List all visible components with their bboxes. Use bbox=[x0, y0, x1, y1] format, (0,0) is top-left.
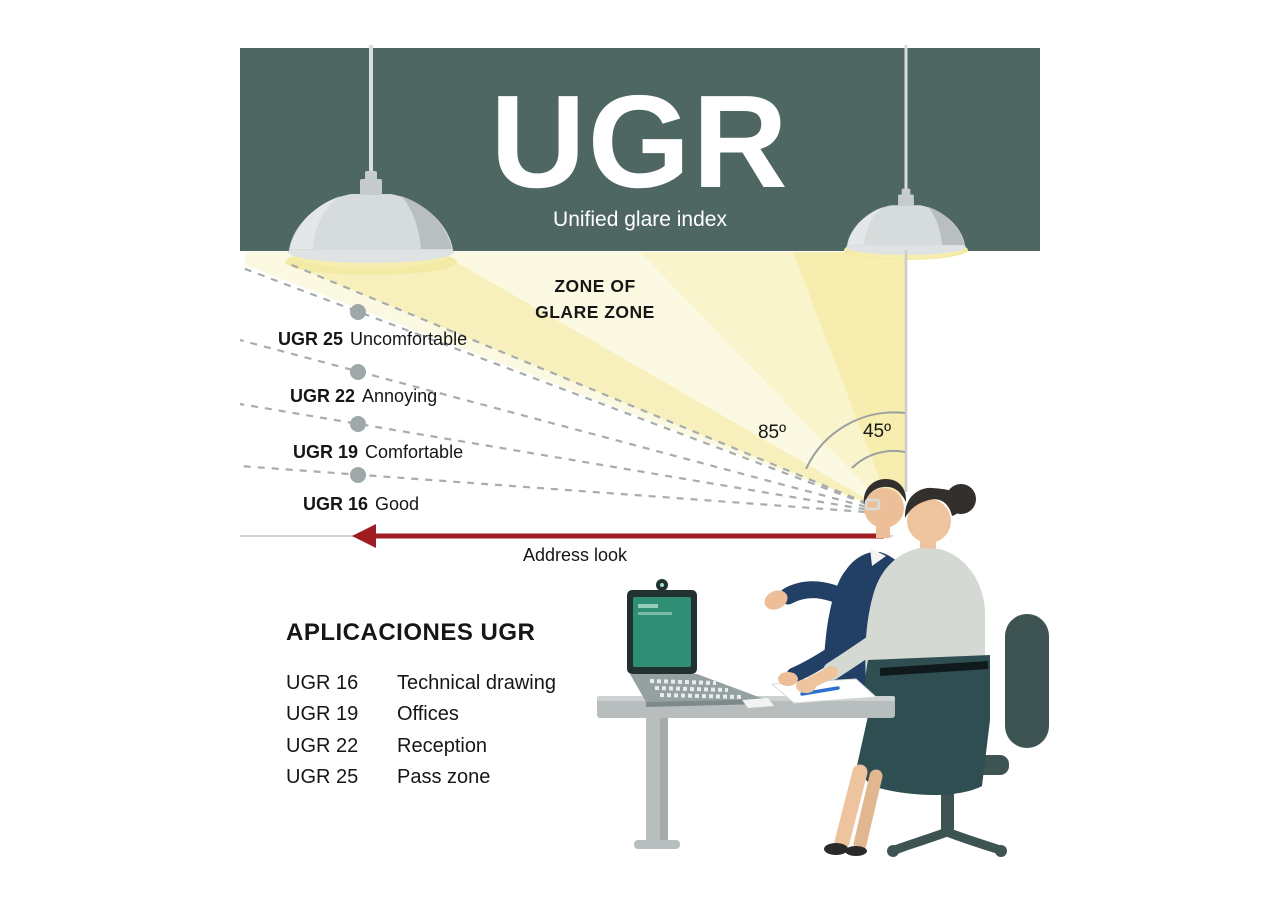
man-glasses bbox=[864, 498, 881, 511]
zone-label-line2: GLARE ZONE bbox=[535, 302, 655, 322]
dashed-sightline-ugr19 bbox=[239, 402, 894, 516]
woman-hair bbox=[904, 487, 963, 518]
application-code-2: UGR 19 bbox=[286, 703, 358, 725]
laptop bbox=[627, 579, 774, 708]
ugr-dot-16 bbox=[350, 467, 366, 483]
main-title: UGR bbox=[490, 68, 789, 215]
man-raised-arm bbox=[779, 581, 861, 611]
woman-skirt bbox=[856, 655, 990, 795]
application-label-3: Reception bbox=[397, 735, 487, 757]
chair-base bbox=[890, 827, 1005, 855]
dashed-cone-edge bbox=[286, 261, 894, 516]
woman-forearm bbox=[806, 666, 838, 688]
screen-content-bar1 bbox=[638, 604, 658, 608]
pen bbox=[800, 686, 840, 696]
dashed-sightline-ugr16 bbox=[239, 464, 894, 516]
man-head bbox=[864, 488, 904, 528]
woman-shoe-front bbox=[824, 843, 848, 855]
ugr-dot-19 bbox=[350, 416, 366, 432]
desk-leg-shade bbox=[660, 718, 668, 844]
application-label-2: Offices bbox=[397, 703, 459, 725]
application-label-4: Pass zone bbox=[397, 766, 490, 788]
subtitle: Unified glare index bbox=[553, 208, 727, 231]
application-label-1: Technical drawing bbox=[397, 672, 556, 694]
angle-arc-85 bbox=[805, 411, 906, 470]
person-woman bbox=[824, 484, 990, 856]
address-look-arrowhead bbox=[352, 524, 376, 548]
zone-label-line1: ZONE OF bbox=[554, 276, 635, 296]
applications-list: APLICACIONES UGR UGR 16 Technical drawin… bbox=[286, 619, 556, 788]
application-code-1: UGR 16 bbox=[286, 672, 358, 694]
application-code-4: UGR 25 bbox=[286, 766, 358, 788]
angle-label-45: 45º bbox=[863, 421, 891, 442]
man-raised-hand bbox=[764, 590, 788, 610]
laptop-front-edge bbox=[646, 699, 764, 707]
chair-wheel-right bbox=[995, 845, 1007, 857]
woman-shoe-back bbox=[845, 846, 867, 856]
dashed-sightline-ugr25 bbox=[239, 265, 894, 516]
dashed-sightlines bbox=[239, 261, 894, 516]
ugr-dots bbox=[350, 304, 366, 483]
woman-leg-front bbox=[834, 764, 868, 850]
chair-backrest bbox=[1005, 614, 1049, 748]
man-desk-hand bbox=[778, 672, 798, 686]
glare-wedge-mid bbox=[640, 252, 893, 514]
webcam-lens bbox=[660, 583, 664, 587]
screen-content-bar2 bbox=[638, 612, 672, 615]
man-hair bbox=[863, 479, 907, 505]
ugr-dot-25 bbox=[350, 304, 366, 320]
application-code-3: UGR 22 bbox=[286, 735, 358, 757]
woman-head bbox=[907, 499, 951, 543]
dashed-sightline-ugr22 bbox=[239, 338, 894, 516]
applications-title: APLICACIONES UGR bbox=[286, 619, 535, 646]
woman-leg-back bbox=[853, 769, 883, 851]
angle-label-85: 85º bbox=[758, 422, 786, 443]
chair-wheel-left bbox=[887, 845, 899, 857]
hands-and-arms bbox=[764, 581, 893, 693]
woman-hand bbox=[796, 679, 816, 693]
man-collar bbox=[870, 548, 886, 566]
ugr-dot-22 bbox=[350, 364, 366, 380]
angle-arc-45 bbox=[851, 449, 906, 469]
address-look-label: Address look bbox=[523, 545, 628, 565]
man-desk-arm bbox=[786, 642, 846, 683]
desk-foot bbox=[634, 840, 680, 849]
keyboard-keys bbox=[649, 679, 743, 699]
office-scene bbox=[597, 479, 1049, 857]
glare-wedge-bright bbox=[793, 252, 905, 514]
woman-belt bbox=[879, 661, 989, 676]
small-card bbox=[742, 698, 774, 708]
